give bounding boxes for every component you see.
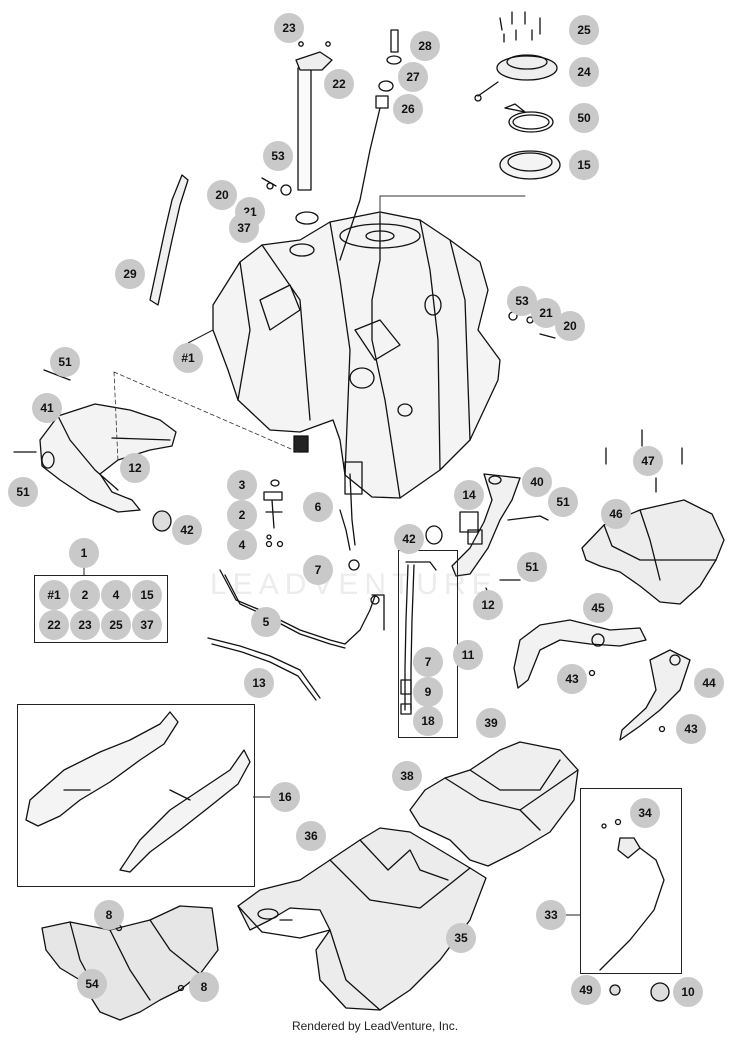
callout-8[interactable]: 8 (94, 900, 124, 930)
side-trim-frame (17, 704, 255, 887)
rear-seat-shape (409, 741, 579, 867)
callout-45[interactable]: 45 (583, 593, 613, 623)
kit-item-37[interactable]: 37 (132, 610, 162, 640)
heat-shield-shape (41, 905, 219, 1021)
kit-item-2[interactable]: 2 (70, 580, 100, 610)
callout-10[interactable]: 10 (673, 977, 703, 1007)
callout-23[interactable]: 23 (274, 13, 304, 43)
callout-29[interactable]: 29 (115, 259, 145, 289)
tail-bracket-shape (619, 649, 691, 741)
watermark-text: LEADVENTURE (210, 568, 498, 601)
callout-50[interactable]: 50 (569, 103, 599, 133)
callout-44[interactable]: 44 (694, 668, 724, 698)
footer-credit: Rendered by LeadVenture, Inc. (291, 1019, 459, 1033)
callout-53[interactable]: 53 (263, 141, 293, 171)
callout-7[interactable]: 7 (413, 647, 443, 677)
callout-14[interactable]: 14 (454, 480, 484, 510)
callout-47[interactable]: 47 (633, 446, 663, 476)
kit-item-23[interactable]: 23 (70, 610, 100, 640)
fuel-tank-shape (212, 211, 501, 499)
callout-28[interactable]: 28 (410, 31, 440, 61)
callout-12[interactable]: 12 (473, 590, 503, 620)
callout-25[interactable]: 25 (569, 15, 599, 45)
side-trim-shape (25, 711, 251, 873)
kit-item-15[interactable]: 15 (132, 580, 162, 610)
callout-2[interactable]: 2 (227, 500, 257, 530)
callout-26[interactable]: 26 (393, 94, 423, 124)
callout-33[interactable]: 33 (536, 900, 566, 930)
callout-37[interactable]: 37 (229, 213, 259, 243)
seat-lock-frame (580, 788, 682, 974)
callout-34[interactable]: 34 (630, 798, 660, 828)
callout-46[interactable]: 46 (601, 499, 631, 529)
callout-20[interactable]: 20 (207, 180, 237, 210)
callout-51[interactable]: 51 (517, 552, 547, 582)
callout-42[interactable]: 42 (172, 515, 202, 545)
callout-18[interactable]: 18 (413, 706, 443, 736)
callout-27[interactable]: 27 (398, 62, 428, 92)
callout-39[interactable]: 39 (476, 708, 506, 738)
callout-43[interactable]: 43 (557, 664, 587, 694)
callout-12[interactable]: 12 (120, 453, 150, 483)
callout-7[interactable]: 7 (303, 555, 333, 585)
callout-6[interactable]: 6 (303, 492, 333, 522)
tank-cap-shape (379, 11, 561, 216)
callout-21[interactable]: 21 (531, 298, 561, 328)
callout-15[interactable]: 15 (569, 150, 599, 180)
callout-54[interactable]: 54 (77, 969, 107, 999)
callout-11[interactable]: 11 (453, 640, 483, 670)
hoses-shape (149, 174, 556, 715)
filler-tube-shape (295, 41, 333, 191)
callout-43[interactable]: 43 (676, 714, 706, 744)
callout-24[interactable]: 24 (569, 57, 599, 87)
callout-35[interactable]: 35 (446, 923, 476, 953)
callout-53[interactable]: 53 (507, 286, 537, 316)
callout-22[interactable]: 22 (324, 69, 354, 99)
callout-hash1[interactable]: #1 (173, 343, 203, 373)
callout-8[interactable]: 8 (189, 972, 219, 1002)
kit-item-4[interactable]: 4 (101, 580, 131, 610)
callout-9[interactable]: 9 (413, 677, 443, 707)
callout-40[interactable]: 40 (522, 467, 552, 497)
callout-38[interactable]: 38 (392, 761, 422, 791)
callout-41[interactable]: 41 (32, 393, 62, 423)
kit-box-frame (34, 575, 168, 643)
seat-lock-cable-shape (599, 818, 670, 1002)
vent-valve-shape (339, 29, 402, 261)
callout-36[interactable]: 36 (296, 821, 326, 851)
callout-42[interactable]: 42 (394, 524, 424, 554)
callout-5[interactable]: 5 (251, 607, 281, 637)
callout-16[interactable]: 16 (270, 782, 300, 812)
callout-51[interactable]: 51 (548, 487, 578, 517)
grab-handle-shape (513, 619, 647, 689)
fuel-pump-shape (263, 479, 284, 548)
kit-item-25[interactable]: 25 (101, 610, 131, 640)
kit-item-hash1[interactable]: #1 (39, 580, 69, 610)
mount-bracket-shape (425, 473, 549, 599)
kit-item-22[interactable]: 22 (39, 610, 69, 640)
callout-51[interactable]: 51 (50, 347, 80, 377)
side-panel-left-shape (13, 369, 177, 532)
front-seat-shape (237, 827, 487, 1011)
callout-51[interactable]: 51 (8, 477, 38, 507)
callout-3[interactable]: 3 (227, 470, 257, 500)
callout-4[interactable]: 4 (227, 530, 257, 560)
callout-1[interactable]: 1 (69, 538, 99, 568)
callout-13[interactable]: 13 (244, 668, 274, 698)
callout-49[interactable]: 49 (571, 975, 601, 1005)
